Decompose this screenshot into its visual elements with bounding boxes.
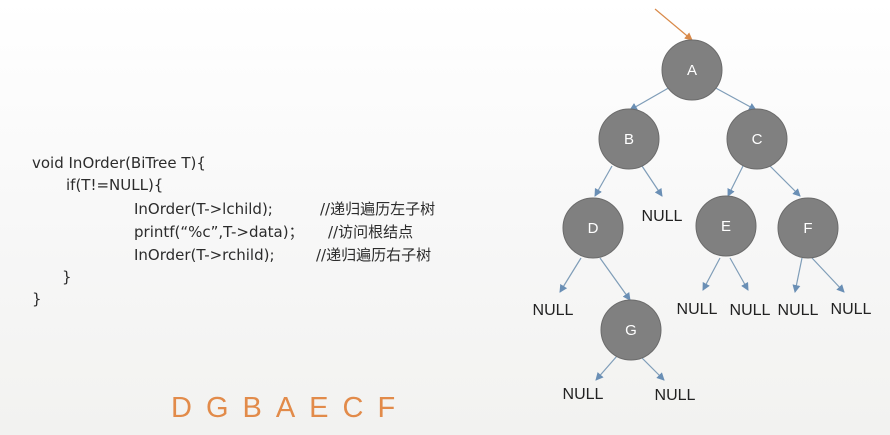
- code-line-right-recursion: InOrder(T->rchild);: [134, 246, 275, 264]
- edge-b-null: [641, 165, 663, 197]
- inorder-sequence: DGBAECF: [171, 392, 410, 424]
- edge-g-null-right: [639, 355, 665, 381]
- edge-f-null-right: [811, 257, 845, 293]
- root-pointer-arrow: [654, 8, 693, 41]
- null-g-right: NULL: [655, 387, 696, 404]
- node-c: C: [726, 108, 788, 170]
- edge-d-g: [599, 257, 631, 301]
- node-d-label: D: [588, 220, 599, 237]
- edge-f-null-left: [792, 257, 803, 293]
- node-a-label: A: [687, 62, 697, 79]
- node-c-label: C: [752, 131, 763, 148]
- null-f-right: NULL: [831, 301, 872, 318]
- edge-b-d: [594, 165, 613, 197]
- edge-c-f: [769, 165, 801, 197]
- node-e-label: E: [721, 218, 731, 235]
- code-line-close-if: }: [62, 268, 72, 286]
- node-a: A: [661, 39, 723, 101]
- node-g-label: G: [625, 322, 637, 339]
- node-b: B: [598, 108, 660, 170]
- node-d: D: [562, 197, 624, 259]
- code-line-printf: printf(“%c”,T->data)；: [134, 223, 304, 241]
- node-f: F: [777, 197, 839, 259]
- null-e-left: NULL: [677, 301, 718, 318]
- null-d-left: NULL: [533, 302, 574, 319]
- edge-g-null-left: [595, 355, 618, 381]
- edge-a-b: [629, 85, 673, 111]
- code-comment-visit: //访问根结点: [328, 223, 414, 241]
- edge-e-null-left: [702, 257, 721, 291]
- null-e-right: NULL: [730, 302, 771, 319]
- code-line-function-signature: void InOrder(BiTree T){: [32, 154, 206, 172]
- code-line-close-function: }: [32, 290, 42, 308]
- null-g-left: NULL: [563, 386, 604, 403]
- null-f-left: NULL: [778, 302, 819, 319]
- edge-c-e: [727, 165, 744, 197]
- edge-d-null: [559, 257, 582, 293]
- code-line-left-recursion: InOrder(T->lchild);: [134, 200, 273, 218]
- node-e: E: [695, 195, 757, 257]
- edge-a-c: [711, 85, 757, 111]
- code-comment-right: //递归遍历右子树: [316, 246, 432, 264]
- node-f-label: F: [803, 220, 812, 237]
- code-line-if: if(T!=NULL){: [66, 176, 164, 194]
- edge-e-null-right: [729, 257, 749, 291]
- null-b-right: NULL: [642, 208, 683, 225]
- code-comment-left: //递归遍历左子树: [320, 200, 436, 218]
- node-b-label: B: [624, 131, 634, 148]
- node-g: G: [600, 299, 662, 361]
